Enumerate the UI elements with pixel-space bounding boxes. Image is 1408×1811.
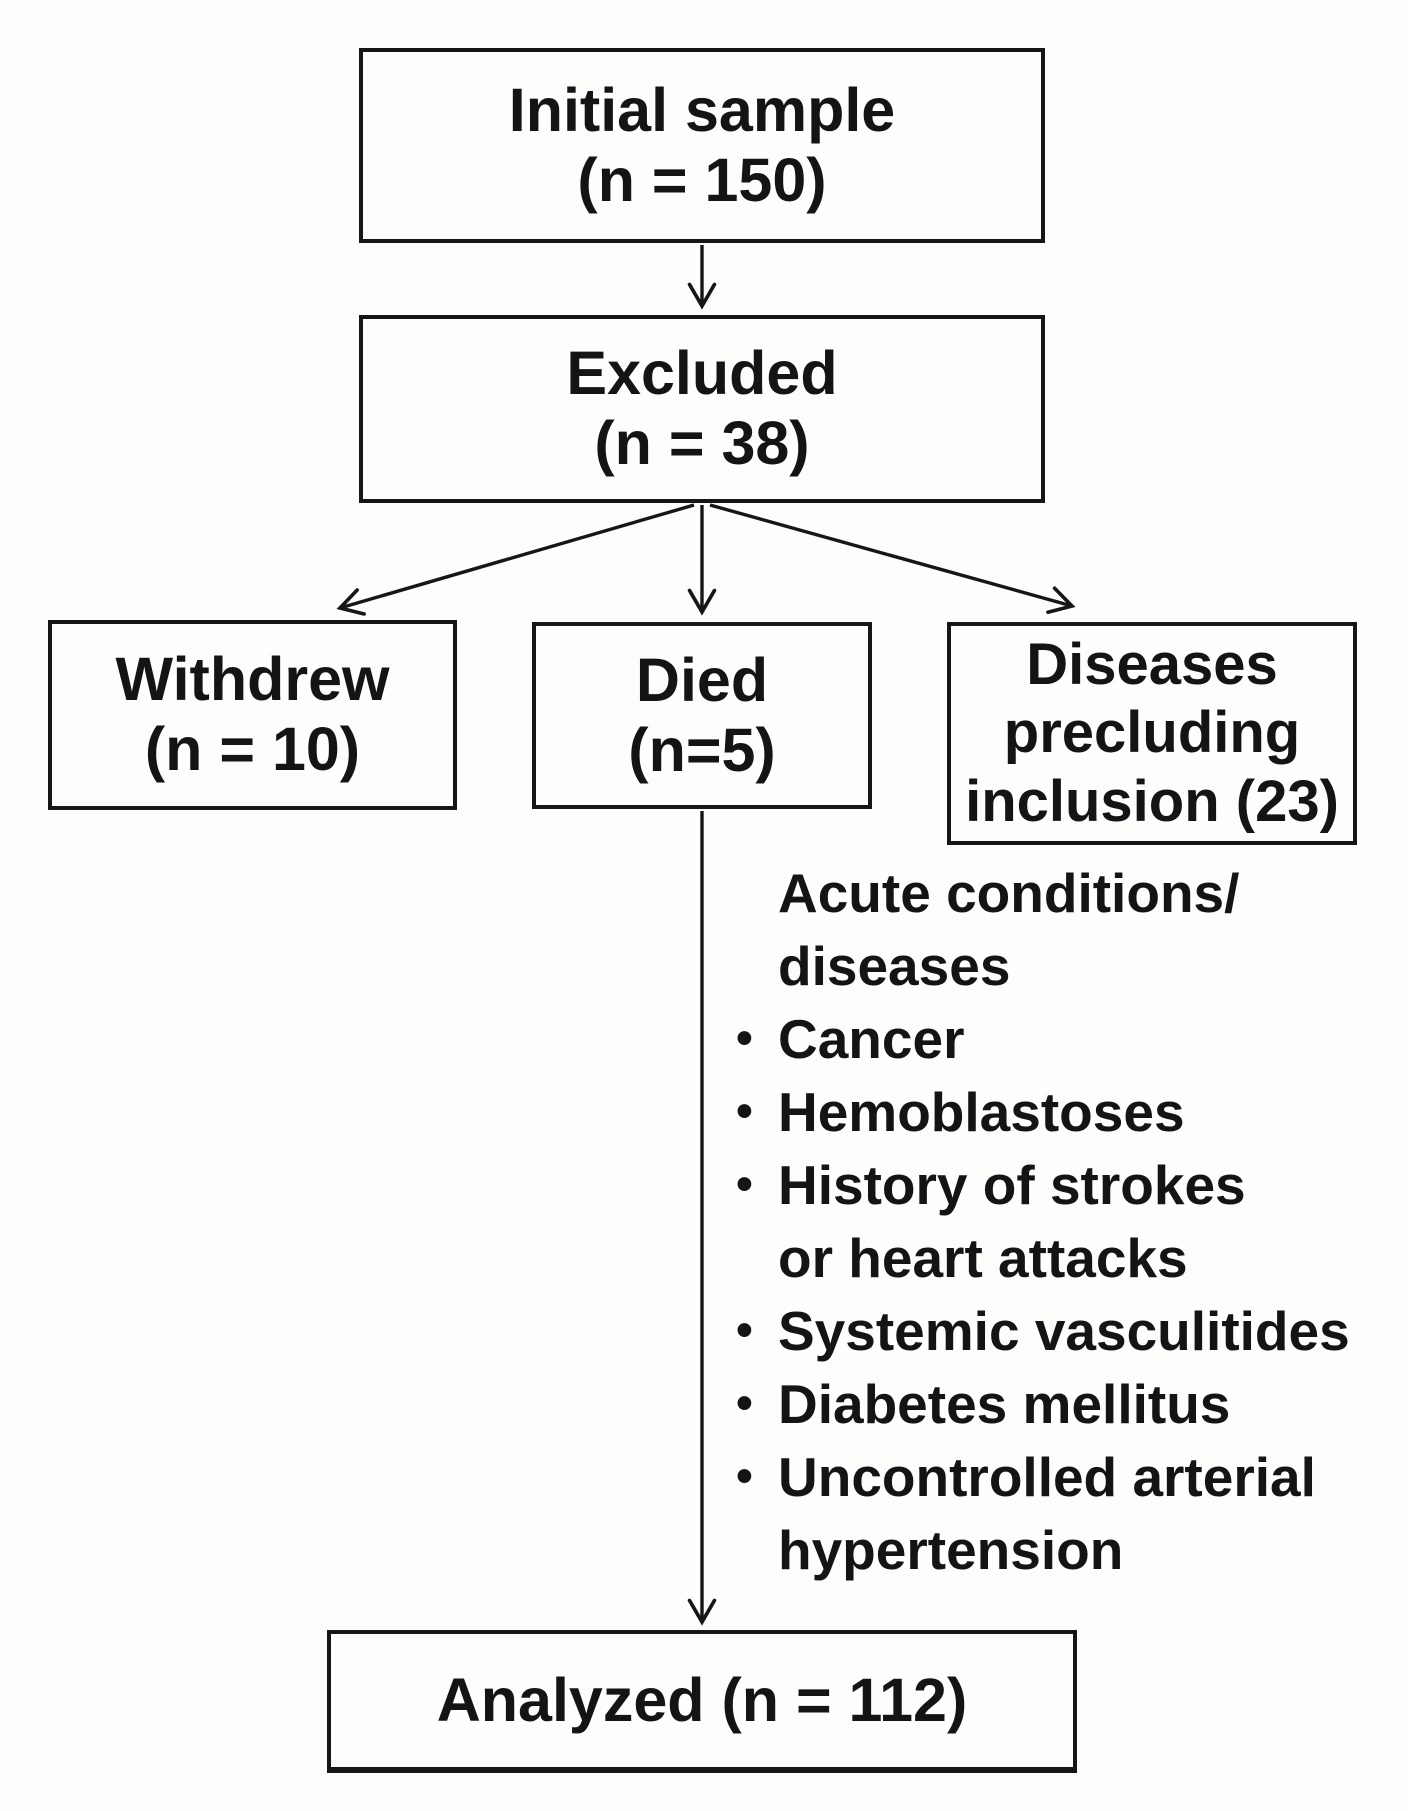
bullet-dot-icon: •: [736, 1377, 753, 1430]
exclusion-detail-line: •or heart attacks: [736, 1221, 1396, 1294]
node-initial-sample-count: (n = 150): [577, 145, 827, 214]
node-withdrew: Withdrew (n = 10): [48, 620, 457, 810]
exclusion-detail-line: • Diabetes mellitus: [736, 1367, 1396, 1440]
node-diseases-line2: precluding: [1003, 700, 1301, 766]
bullet-dot-icon: •: [736, 1158, 753, 1211]
bullet-dot-icon: •: [736, 1085, 753, 1138]
bullet-dot-icon: •: [736, 1012, 753, 1065]
node-diseases-line1: Diseases: [1026, 631, 1278, 697]
exclusion-detail-line: • Hemoblastoses: [736, 1075, 1396, 1148]
node-died-count: (n=5): [628, 715, 776, 784]
exclusion-detail-line: • Cancer: [736, 1002, 1396, 1075]
node-analyzed-title: Analyzed (n = 112): [436, 1665, 968, 1734]
exclusion-detail-line: • Uncontrolled arterial: [736, 1440, 1396, 1513]
node-excluded-title: Excluded: [566, 339, 838, 408]
node-initial-sample-title: Initial sample: [508, 75, 896, 144]
node-initial-sample: Initial sample (n = 150): [359, 48, 1045, 243]
bullet-dot-icon: •: [736, 1450, 753, 1503]
node-withdrew-title: Withdrew: [115, 645, 390, 714]
node-died-title: Died: [635, 645, 769, 714]
exclusion-detail-text: Hemoblastoses: [778, 1080, 1185, 1143]
exclusion-detail-text: diseases: [778, 934, 1011, 997]
exclusion-detail-text: Uncontrolled arterial: [778, 1445, 1316, 1508]
exclusion-detail-line: • Systemic vasculitides: [736, 1294, 1396, 1367]
connector-excluded-to-withdrew: [336, 503, 695, 616]
bullet-dot-icon: •: [736, 1304, 753, 1357]
exclusion-detail-text: Diabetes mellitus: [778, 1372, 1231, 1435]
exclusion-detail-text: Acute conditions/: [778, 861, 1240, 924]
node-diseases-line3: inclusion (23): [965, 768, 1339, 834]
node-excluded-count: (n = 38): [594, 409, 810, 477]
exclusion-detail-line: •diseases: [736, 929, 1396, 1002]
exclusion-detail-text: or heart attacks: [778, 1226, 1188, 1289]
exclusion-detail-text: History of strokes: [778, 1153, 1246, 1216]
node-withdrew-count: (n = 10): [144, 715, 361, 783]
node-excluded: Excluded (n = 38): [359, 315, 1045, 503]
connector-excluded-to-diseases: [709, 503, 1076, 615]
exclusion-detail-text: hypertension: [778, 1518, 1124, 1581]
node-analyzed: Analyzed (n = 112): [327, 1630, 1077, 1773]
exclusion-detail-line: •Acute conditions/: [736, 856, 1396, 929]
exclusion-detail-text: Systemic vasculitides: [778, 1299, 1350, 1362]
exclusion-detail-line: • History of strokes: [736, 1148, 1396, 1221]
node-died: Died (n=5): [532, 622, 872, 809]
node-diseases-precluding-inclusion: Diseases precluding inclusion (23): [947, 622, 1357, 845]
exclusion-detail-list: •Acute conditions/•diseases•Cancer•Hemob…: [736, 856, 1396, 1586]
exclusion-detail-text: Cancer: [778, 1007, 965, 1070]
exclusion-detail-line: •hypertension: [736, 1513, 1396, 1586]
